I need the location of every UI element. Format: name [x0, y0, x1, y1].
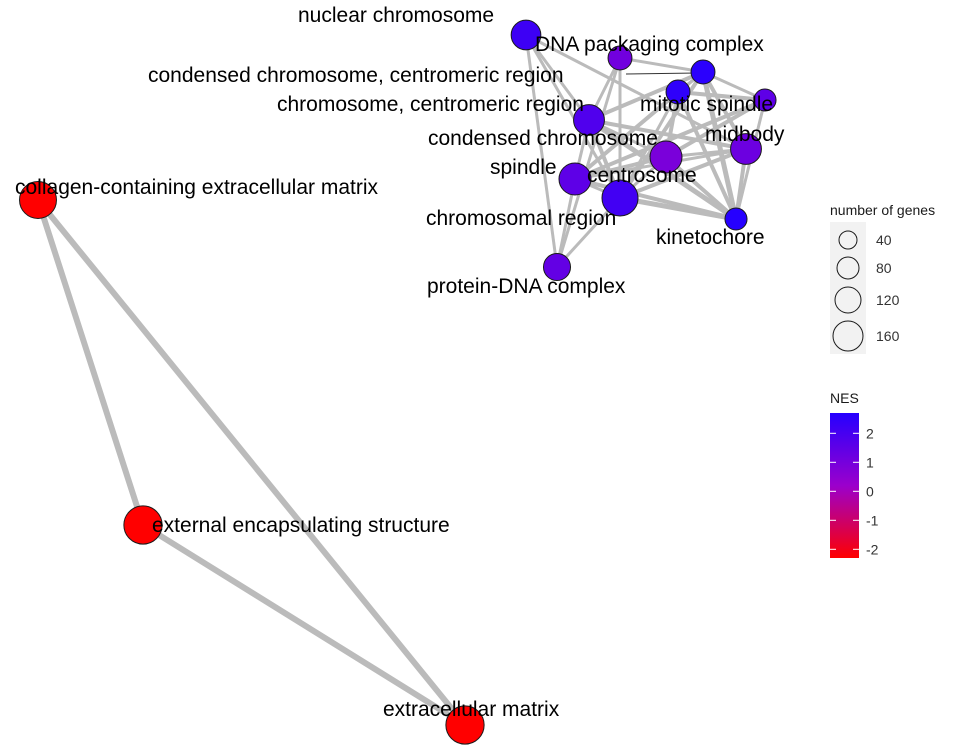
node-label-nuclear-chromosome: nuclear chromosome: [298, 4, 494, 27]
node-chromosomal-region: [601, 179, 639, 217]
edge-collagen_ecm-external_encapsulating_structure: [35, 197, 146, 528]
edge-midbody-centrosome: [664, 98, 767, 159]
edge-dna_packaging_complex-condensed_chromosome_centromeric_region: [618, 56, 705, 74]
edge-mitotic_spindle-chromosomal_region: [618, 90, 680, 200]
nodes-layer: [19, 19, 777, 745]
node-protein-dna-complex: [542, 252, 572, 282]
node-label-kinetochore: kinetochore: [656, 226, 765, 249]
node-label-chromosomal-region: chromosomal region: [426, 207, 616, 230]
node-centrosome: [649, 140, 683, 174]
edge-mitotic_spindle-spindle: [573, 90, 680, 181]
edge-nuclear_chromosome-protein_dna_complex: [524, 33, 559, 269]
node-chromosome-centromeric-region: [573, 104, 605, 136]
edge-chromosomal_region-kinetochore: [617, 195, 739, 222]
node-label-external-encapsulating-structure: external encapsulating structure: [152, 514, 450, 537]
size-legend-label-160: 160: [876, 328, 900, 344]
size-legend-items: 40 80 120 160: [832, 230, 900, 352]
nes-tick-label: 2: [866, 425, 874, 441]
node-label-chromosome-centromeric-region: chromosome, centromeric region: [277, 93, 584, 116]
nes-tick-label: 0: [866, 483, 874, 499]
node-mitotic-spindle: [665, 79, 691, 105]
edge-midbody-spindle: [573, 98, 767, 181]
node-label-mitotic-spindle: mitotic spindle: [640, 93, 773, 116]
node-dna-packaging-complex: [607, 45, 633, 71]
node-label-extracellular-matrix: extracellular matrix: [383, 698, 560, 721]
edge-external_encapsulating_structure-extracellular_matrix: [140, 522, 468, 728]
nes-colorbar: [830, 413, 859, 558]
nes-tick-label: -2: [866, 541, 879, 557]
color-legend-title: NES: [830, 390, 859, 406]
node-collagen-ecm: [19, 181, 57, 219]
node-external-encapsulating-structure: [123, 505, 163, 545]
node-label-spindle: spindle: [490, 156, 557, 179]
size-legend-label-120: 120: [876, 292, 900, 308]
node-condensed-chromosome-centromeric-region: [690, 59, 716, 85]
node-nuclear-chromosome: [510, 19, 542, 51]
size-legend-label-80: 80: [876, 260, 892, 276]
node-kinetochore: [724, 207, 748, 231]
node-extracellular-matrix: [445, 705, 485, 745]
edge-dna_packaging_complex-protein_dna_complex: [555, 56, 622, 269]
edge-mitotic_spindle-midbody: [676, 90, 767, 102]
size-legend-title: number of genes: [830, 202, 935, 218]
size-legend: number of genes 40 80 120 160: [830, 202, 935, 354]
node-condensed-chromosome: [730, 133, 762, 165]
edge-condensed_chromosome_centromeric_region-chromosome_centromeric_region: [587, 70, 705, 122]
nes-tick-label: -1: [866, 512, 879, 528]
node-label-collagen-ecm: collagen-containing extracellular matrix: [15, 176, 379, 199]
node-label-condensed-chromosome: condensed chromosome: [428, 127, 658, 150]
node-label-dna-packaging-complex: DNA packaging complex: [535, 33, 764, 56]
nes-tick-label: 1: [866, 454, 874, 470]
label-leader-line: [625, 72, 698, 75]
size-legend-circle-40: [838, 230, 858, 250]
node-label-centrosome: centrosome: [587, 164, 697, 187]
size-legend-circle-160: [832, 320, 864, 352]
node-label-protein-dna-complex: protein-DNA complex: [427, 275, 626, 298]
node-spindle: [558, 162, 592, 196]
color-legend: NES 2 1 0 -1 -2: [830, 390, 879, 558]
size-legend-circle-80: [836, 256, 860, 280]
node-label-condensed-chromosome-centromeric-region: condensed chromosome, centromeric region: [148, 64, 564, 87]
node-label-midbody: midbody: [705, 123, 785, 146]
edge-collagen_ecm-extracellular_matrix: [35, 197, 468, 728]
size-legend-circle-120: [834, 286, 862, 314]
color-legend-ticks: 2 1 0 -1 -2: [830, 425, 879, 557]
size-legend-label-40: 40: [876, 232, 892, 248]
edge-chromosome_centromeric_region-condensed_chromosome: [587, 118, 748, 151]
edge-nuclear_chromosome-chromosome_centromeric_region: [524, 33, 591, 122]
node-midbody: [753, 88, 777, 112]
